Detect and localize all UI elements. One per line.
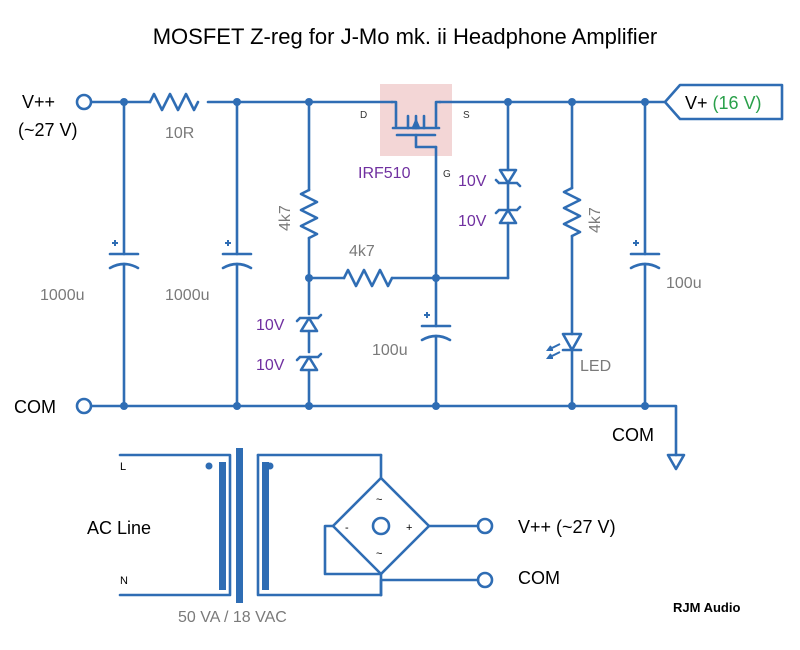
capacitor-c1 <box>108 100 140 408</box>
capacitor-c1-label: 1000u <box>40 287 85 304</box>
com-label: COM <box>14 397 56 417</box>
mosfet-pin-s: S <box>463 110 470 121</box>
gate-capacitor <box>420 145 452 408</box>
line-l-label: L <box>120 461 126 473</box>
top-rail <box>90 92 667 112</box>
output-capacitor <box>629 100 661 408</box>
brand-label: RJM Audio <box>673 600 740 615</box>
supply-vpp-label: V++ (~27 V) <box>518 517 616 537</box>
gate-resistor <box>307 268 510 288</box>
led-branch <box>546 100 583 408</box>
led-label: LED <box>580 358 611 375</box>
supply-com-label: COM <box>518 568 560 588</box>
transformer <box>118 448 383 603</box>
zener-gs-2-label: 10V <box>458 213 487 230</box>
transformer-rating-label: 50 VA / 18 VAC <box>178 609 287 626</box>
resistor-4k7-led-label: 4k7 <box>587 207 604 233</box>
junction-dots <box>120 98 649 410</box>
gate-source-zeners <box>494 100 522 280</box>
mosfet-pin-d: D <box>360 110 367 121</box>
mosfet-irf510 <box>390 100 442 149</box>
supply-com-terminal <box>476 571 494 589</box>
vpp-input-terminal <box>75 93 93 111</box>
page-title: MOSFET Z-reg for J-Mo mk. ii Headphone A… <box>153 24 658 49</box>
bridge-ac2: ~ <box>376 548 382 560</box>
output-capacitor-label: 100u <box>666 275 702 292</box>
capacitor-c2 <box>221 100 253 408</box>
capacitor-c2-label: 1000u <box>165 287 210 304</box>
gate-capacitor-label: 100u <box>372 342 408 359</box>
ac-line-label: AC Line <box>87 518 151 538</box>
com-input-terminal <box>75 397 93 415</box>
supply-vpp-terminal <box>476 517 494 535</box>
bridge-minus: - <box>345 522 349 534</box>
zener-low-2-label: 10V <box>256 357 285 374</box>
bridge-ac1: ~ <box>376 494 382 506</box>
bridge-rectifier <box>323 453 480 597</box>
output-ground <box>646 404 686 471</box>
zener-low-1-label: 10V <box>256 317 285 334</box>
zener-bias-branch <box>295 100 323 408</box>
input-terminal-label: V++ <box>22 92 55 112</box>
resistor-4k7-bias-label: 4k7 <box>277 205 294 231</box>
zener-gs-1-label: 10V <box>458 173 487 190</box>
gate-resistor-label: 4k7 <box>349 243 375 260</box>
bridge-plus: + <box>406 522 412 534</box>
output-voltage-label: V+ (16 V) <box>685 93 762 113</box>
output-com-label: COM <box>612 425 654 445</box>
mosfet-pin-g: G <box>443 169 451 180</box>
mosfet-label: IRF510 <box>358 165 411 182</box>
output-flag <box>663 83 784 121</box>
resistor-10r-label: 10R <box>165 125 194 142</box>
input-voltage-label: (~27 V) <box>18 120 78 140</box>
line-n-label: N <box>120 575 128 587</box>
